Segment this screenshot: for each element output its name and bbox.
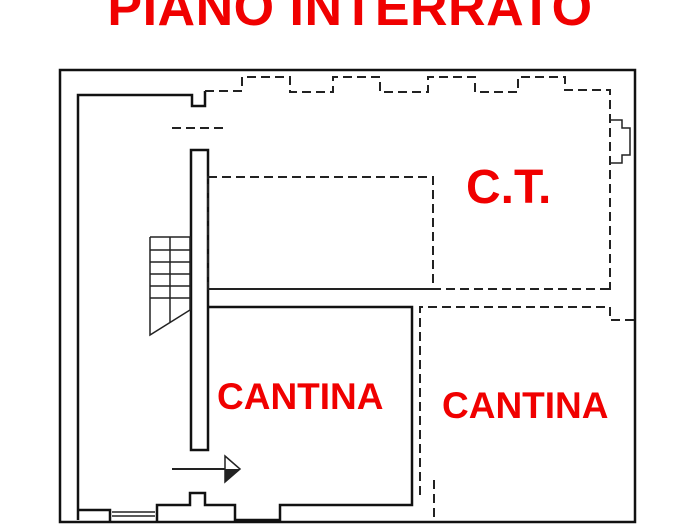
chimney — [610, 119, 631, 164]
entrance-arrow-icon — [172, 454, 242, 484]
staircase — [149, 236, 191, 337]
plan-title: PIANO INTERRATO — [107, 0, 593, 37]
inner-wall-bottom — [78, 508, 112, 522]
room-label-ct: C.T. — [466, 161, 552, 214]
inner-wall-top-dashed — [205, 76, 611, 290]
central-wall — [189, 148, 210, 452]
inner-wall-bottom-2 — [155, 491, 414, 522]
room-label-cantina-left: CANTINA — [217, 376, 384, 417]
cellar-right-dashed — [419, 306, 635, 495]
cellar-left-wall — [208, 305, 414, 495]
room-label-cantina-right: CANTINA — [442, 385, 609, 426]
ct-inner-dashed — [207, 176, 434, 290]
outer-wall — [58, 68, 637, 524]
inner-wall-top — [76, 91, 207, 520]
